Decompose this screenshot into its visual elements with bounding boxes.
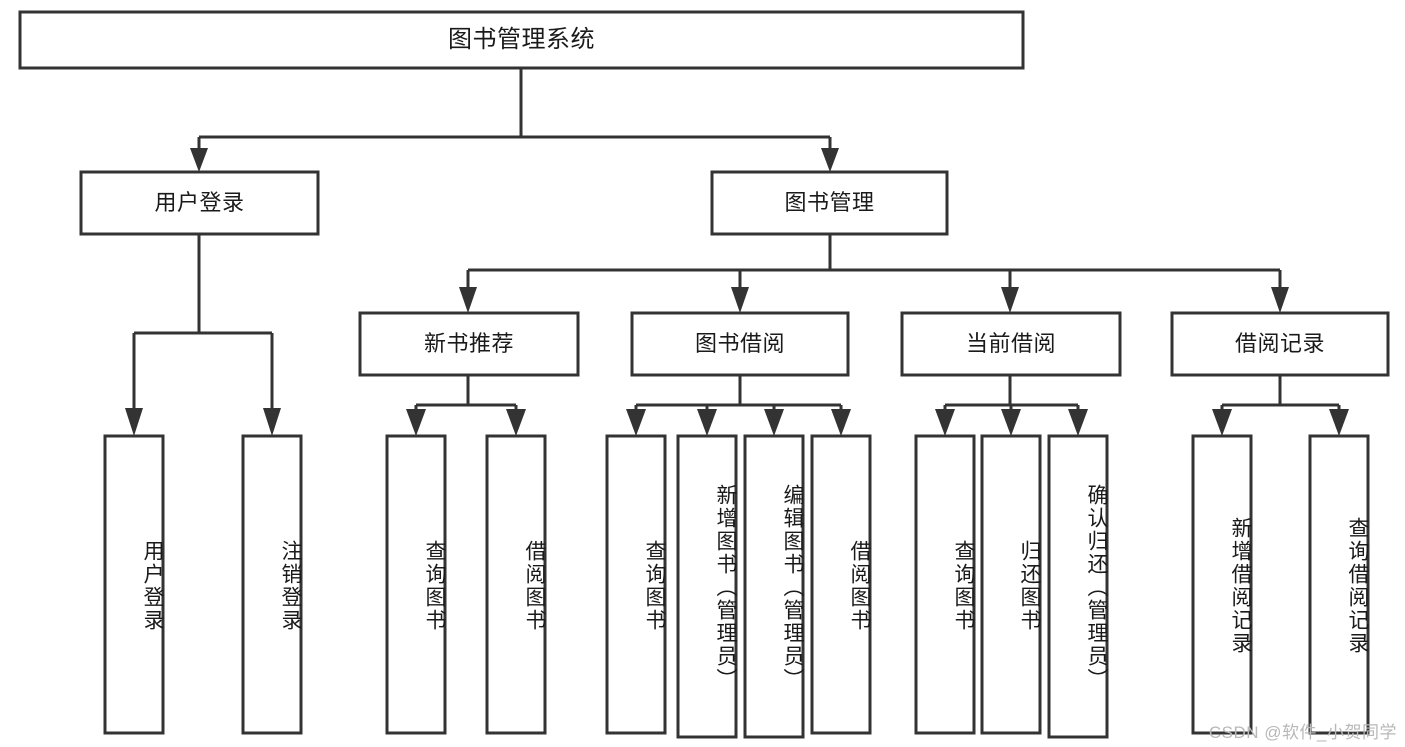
arrow-to-leaf-book-borrow-0 <box>626 409 646 436</box>
arrow-to-leaf-borrow-record-0 <box>1212 409 1232 436</box>
arrow-to-current-borrow <box>1001 287 1019 313</box>
arrow-to-leaf-user-login-0 <box>125 408 143 436</box>
connector-user-login-to-leaves <box>125 234 281 436</box>
box-new-book-recommend[interactable] <box>358 311 580 377</box>
box-leaf-book-borrow-3[interactable] <box>810 434 872 735</box>
box-leaf-user-login-0[interactable] <box>103 434 165 735</box>
arrow-to-leaf-new-book-0 <box>406 409 426 436</box>
connector-borrow-record-to-leaves <box>1212 375 1349 436</box>
box-leaf-borrow-record-1[interactable] <box>1308 434 1370 735</box>
box-leaf-current-borrow-1[interactable] <box>980 434 1042 735</box>
box-leaf-book-borrow-2[interactable] <box>743 434 805 739</box>
arrow-to-leaf-book-borrow-1 <box>697 409 717 436</box>
box-leaf-user-login-1[interactable] <box>241 434 303 735</box>
arrow-to-leaf-book-borrow-3 <box>831 409 851 436</box>
box-book-borrow[interactable] <box>630 311 850 377</box>
connector-book-borrow-to-leaves <box>626 375 851 436</box>
connector-current-borrow-to-leaves <box>935 375 1088 436</box>
arrow-to-book-borrow <box>731 287 749 313</box>
box-leaf-current-borrow-2[interactable] <box>1047 434 1109 739</box>
arrow-to-leaf-new-book-1 <box>506 409 526 436</box>
box-leaf-new-book-0[interactable] <box>385 434 447 735</box>
box-root[interactable] <box>18 10 1025 70</box>
watermark: CSDN @软件_小贺同学 <box>1208 723 1397 742</box>
arrow-to-leaf-user-login-1 <box>263 408 281 436</box>
connector-root-to-level2 <box>190 68 839 172</box>
arrow-to-leaf-book-borrow-2 <box>764 409 784 436</box>
arrow-to-user-login <box>190 148 208 172</box>
box-book-manage[interactable] <box>710 170 949 236</box>
arrow-to-leaf-current-borrow-0 <box>935 409 955 436</box>
arrow-to-leaf-current-borrow-2 <box>1068 409 1088 436</box>
box-user-login[interactable] <box>79 170 320 236</box>
box-leaf-book-borrow-0[interactable] <box>605 434 667 735</box>
connector-book-manage-to-level3 <box>459 234 1289 313</box>
connector-new-book-to-leaves <box>406 375 526 436</box>
box-leaf-current-borrow-0[interactable] <box>914 434 976 735</box>
box-leaf-new-book-1[interactable] <box>485 434 547 735</box>
box-leaf-borrow-record-0[interactable] <box>1191 434 1253 735</box>
arrow-to-borrow-record <box>1271 287 1289 313</box>
arrow-to-new-book-recommend <box>459 287 477 313</box>
arrow-to-leaf-current-borrow-1 <box>1001 409 1021 436</box>
box-current-borrow[interactable] <box>900 311 1122 377</box>
arrow-to-book-manage <box>821 148 839 172</box>
box-borrow-record[interactable] <box>1170 311 1390 377</box>
box-leaf-book-borrow-1[interactable] <box>676 434 738 739</box>
arrow-to-leaf-borrow-record-1 <box>1329 409 1349 436</box>
